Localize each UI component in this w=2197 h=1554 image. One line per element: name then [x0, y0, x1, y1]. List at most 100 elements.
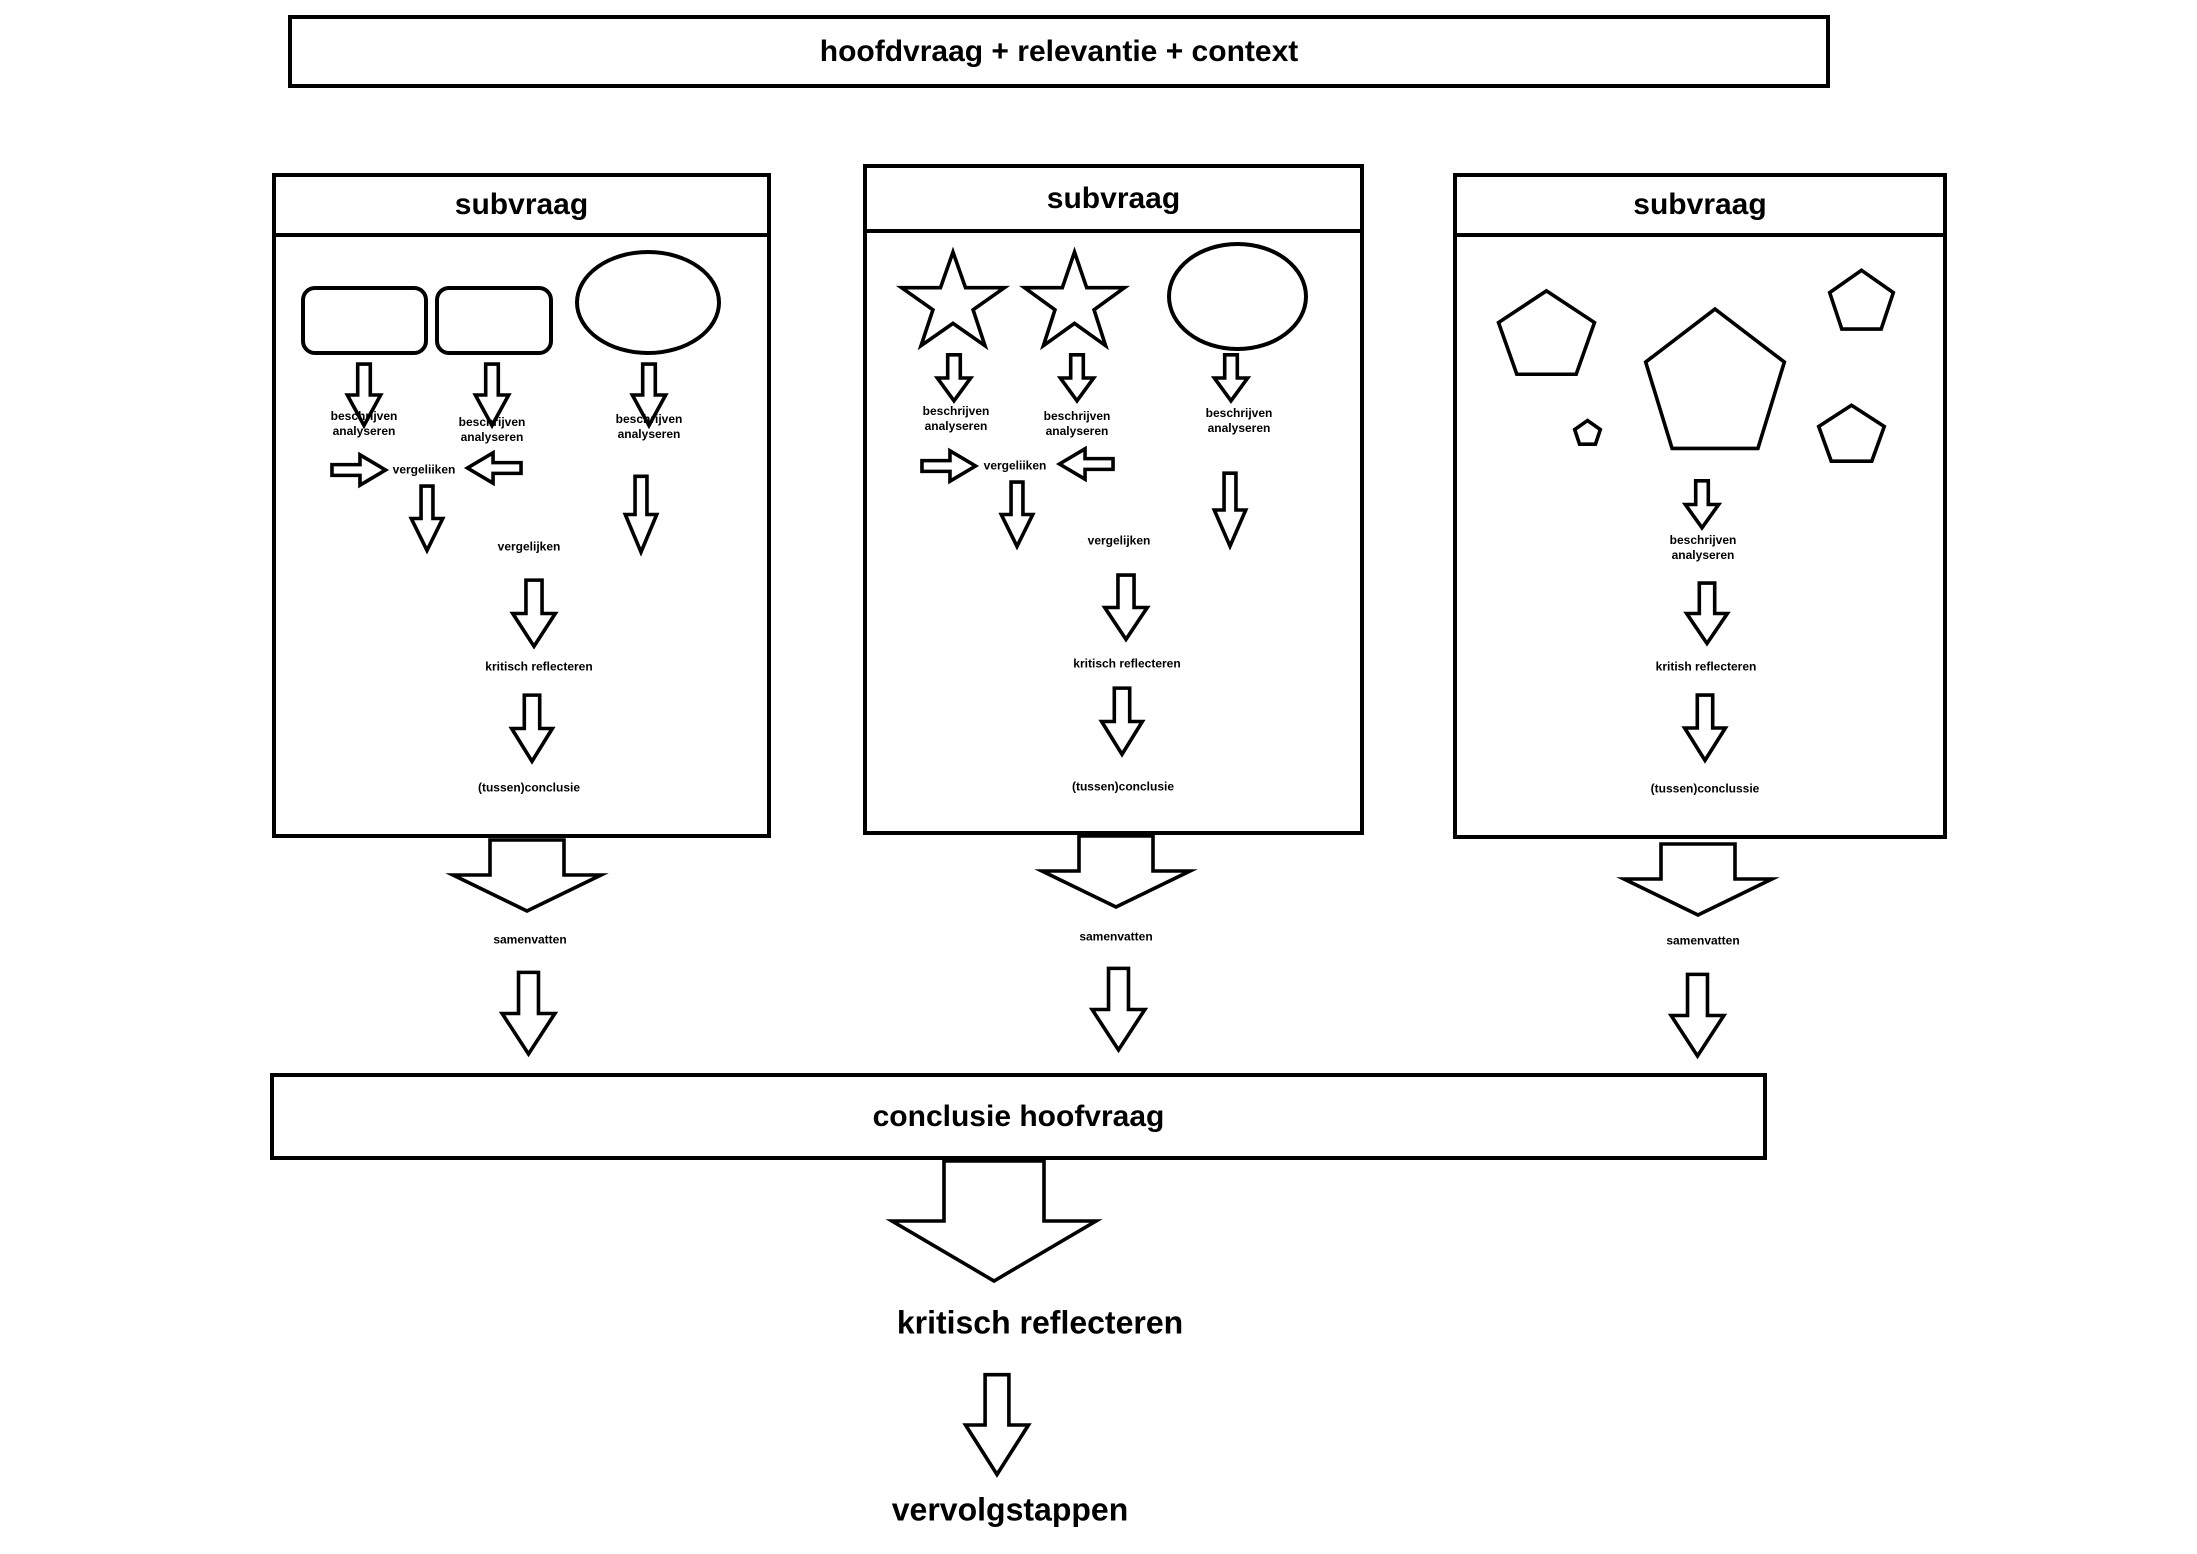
down-arrow-icon — [1685, 582, 1729, 645]
summarize-label: samenvatten — [1666, 934, 1739, 949]
conclusion-label: conclusie hoofvraag — [872, 1099, 1165, 1133]
label-line: (tussen)conclusie — [477, 780, 581, 795]
subquestion-3-header: subvraag — [1457, 177, 1943, 237]
rounded-rect-shape — [435, 286, 553, 355]
final-reflect-label: kritisch reflecteren — [897, 1305, 1183, 1342]
subquestion-2-title: subvraag — [1046, 181, 1181, 215]
reflect-label: kritisch reflecteren — [485, 660, 592, 675]
subquestion-1-header: subvraag — [276, 177, 767, 237]
down-arrow-icon — [1683, 694, 1727, 762]
label-line: beschrijven — [458, 415, 526, 429]
reflect-label: kritisch reflecteren — [1073, 657, 1180, 672]
compare-label: vergelijken — [498, 540, 561, 555]
down-arrow-icon — [631, 363, 667, 427]
down-arrow-icon — [1100, 687, 1144, 756]
label-line: beschrijven — [1043, 409, 1111, 423]
label-line: vergeliiken — [983, 458, 1047, 473]
label-line: vergelijken — [1087, 533, 1151, 548]
down-arrow-icon — [1669, 973, 1726, 1058]
main-question-label: hoofdvraag + relevantie + context — [819, 34, 1299, 68]
pentagon-shape — [1817, 404, 1886, 463]
label-line: vergeliiken — [392, 462, 456, 477]
describe-analyse-label: beschrijven analyseren — [1044, 409, 1111, 439]
down-arrow-icon — [1213, 354, 1249, 402]
label-line: analyseren — [1207, 421, 1271, 435]
label-line: samenvatten — [493, 932, 567, 947]
pentagon-shape — [1496, 289, 1597, 377]
describe-analyse-label: beschrijven analyseren — [1206, 406, 1273, 436]
label-line: analyseren — [617, 427, 681, 441]
down-arrow-icon — [511, 579, 557, 648]
down-arrow-icon — [474, 363, 510, 427]
compare-label: vergeliiken — [393, 463, 456, 478]
down-arrow-icon — [410, 485, 444, 552]
describe-analyse-label: beschrijven analyseren — [331, 409, 398, 439]
compare-label: vergelijken — [1088, 534, 1151, 549]
conclusion-bar: conclusie hoofvraag — [270, 1073, 1767, 1160]
pentagon-shape — [1828, 269, 1895, 331]
subquestion-box-1: subvraag beschrijven analyseren beschrij… — [272, 173, 771, 838]
pentagon-shape — [1642, 306, 1788, 453]
interim-conclusion-label: (tussen)conclusie — [478, 781, 580, 796]
label-line: vervolgstappen — [891, 1491, 1129, 1528]
ellipse-shape — [1167, 242, 1308, 351]
summarize-label: samenvatten — [493, 933, 566, 948]
wide-down-arrow-icon — [451, 839, 603, 913]
down-arrow-icon — [1213, 472, 1247, 548]
down-arrow-icon — [1103, 574, 1149, 641]
down-arrow-icon — [346, 363, 382, 427]
label-line: vergelijken — [497, 539, 561, 554]
label-line: beschrijven — [1669, 533, 1737, 547]
star-shape — [899, 250, 1007, 349]
subquestion-3-title: subvraag — [1633, 188, 1767, 221]
label-line: kritisch reflecteren — [896, 1304, 1184, 1341]
down-arrow-icon — [500, 971, 557, 1056]
reflect-label: kritish reflecteren — [1656, 660, 1757, 675]
right-arrow-icon — [921, 449, 977, 483]
label-line: analyseren — [460, 430, 524, 444]
subquestion-box-3: subvraag beschrijven analyseren kritish … — [1453, 173, 1947, 839]
label-line: analyseren — [924, 419, 988, 433]
describe-analyse-label: beschrijven analyseren — [616, 412, 683, 442]
down-arrow-icon — [624, 475, 658, 554]
label-line: kritisch reflecteren — [485, 659, 593, 674]
down-arrow-icon — [1059, 354, 1095, 402]
label-line: samenvatten — [1666, 933, 1740, 948]
down-arrow-icon — [1090, 967, 1147, 1052]
right-arrow-icon — [331, 453, 387, 487]
ellipse-shape — [575, 250, 721, 355]
label-line: kritish reflecteren — [1655, 659, 1757, 674]
wide-down-arrow-icon — [890, 1160, 1098, 1283]
interim-conclusion-label: (tussen)conclussie — [1651, 782, 1760, 797]
wide-down-arrow-icon — [1622, 843, 1774, 917]
down-arrow-icon — [510, 694, 554, 763]
describe-analyse-label: beschrijven analyseren — [923, 404, 990, 434]
interim-conclusion-label: (tussen)conclusie — [1072, 780, 1174, 795]
left-arrow-icon — [1058, 447, 1114, 481]
main-question-box: hoofdvraag + relevantie + context — [288, 15, 1830, 88]
left-arrow-icon — [466, 451, 522, 485]
label-line: (tussen)conclussie — [1650, 781, 1760, 796]
wide-down-arrow-icon — [1040, 835, 1192, 909]
label-line: beschrijven — [615, 412, 683, 426]
subquestion-box-2: subvraag beschrijven analyseren beschrij… — [863, 164, 1364, 835]
down-arrow-icon — [936, 354, 972, 402]
star-shape — [1022, 250, 1127, 349]
down-arrow-icon — [1000, 481, 1034, 548]
label-line: beschrijven — [1205, 406, 1273, 420]
summarize-label: samenvatten — [1079, 930, 1152, 945]
label-line: analyseren — [332, 424, 396, 438]
subquestion-1-title: subvraag — [454, 188, 589, 221]
label-line: kritisch reflecteren — [1073, 656, 1181, 671]
down-arrow-icon — [963, 1373, 1031, 1477]
subquestion-2-header: subvraag — [867, 168, 1360, 233]
label-line: analyseren — [1671, 548, 1735, 562]
rounded-rect-shape — [301, 286, 428, 355]
label-line: analyseren — [1045, 424, 1109, 438]
label-line: beschrijven — [922, 404, 990, 418]
label-line: (tussen)conclusie — [1071, 779, 1175, 794]
pentagon-shape — [1574, 420, 1601, 445]
compare-label: vergeliiken — [984, 459, 1047, 474]
next-steps-label: vervolgstappen — [892, 1492, 1129, 1529]
